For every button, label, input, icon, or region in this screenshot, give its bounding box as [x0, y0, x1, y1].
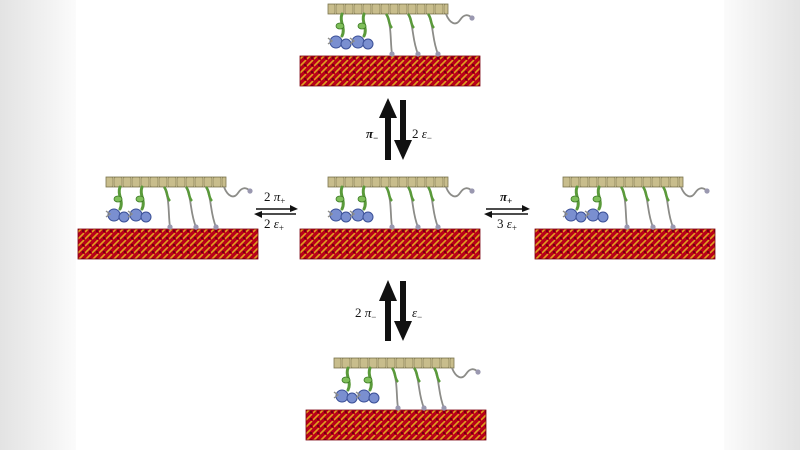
state-top — [299, 3, 481, 87]
rate-label-bottom-back: ε− — [412, 305, 423, 323]
myosin-tail — [427, 186, 441, 230]
rate-label-right-forward: π+ — [500, 189, 513, 207]
free-myosin-tail — [445, 186, 475, 198]
myosin-tail — [433, 367, 447, 411]
myosin-tail — [163, 186, 173, 230]
actin-filament — [300, 56, 480, 86]
free-myosin-tail — [223, 186, 253, 198]
arrow-right-back — [484, 211, 528, 218]
free-myosin-tail — [451, 367, 481, 379]
myosin-tail — [407, 13, 421, 57]
thick-filament — [106, 177, 226, 187]
actin-filament — [306, 410, 486, 440]
bound-myosin-head — [327, 12, 352, 50]
myosin-tail — [407, 186, 421, 230]
bound-myosin-head — [584, 185, 609, 223]
arrow-left-forward — [256, 205, 298, 212]
bound-myosin-head — [333, 366, 358, 404]
bound-myosin-head — [355, 366, 380, 404]
myosin-tail — [662, 186, 676, 230]
myosin-tail — [385, 13, 395, 57]
myosin-tail — [427, 13, 441, 57]
rate-label-top-forward: π− — [366, 126, 379, 144]
myosin-tail — [642, 186, 656, 230]
bound-myosin-head — [327, 185, 352, 223]
myosin-tail — [620, 186, 630, 230]
right-gray-margin — [724, 0, 800, 450]
actin-filament — [300, 229, 480, 259]
arrow-bottom-up — [379, 280, 397, 341]
rate-label-top-back: 2 ε− — [412, 126, 432, 144]
myosin-tail — [385, 186, 395, 230]
rate-label-right-back: 3 ε+ — [497, 216, 517, 234]
thick-filament — [328, 177, 448, 187]
myosin-tail — [413, 367, 427, 411]
left-gray-margin — [0, 0, 76, 450]
state-left — [77, 176, 259, 260]
state-right — [534, 176, 716, 260]
rate-label-bottom-forward: 2 π− — [355, 305, 377, 323]
bound-myosin-head — [562, 185, 587, 223]
rate-label-left-forward: 2 π+ — [264, 189, 286, 207]
arrow-right-forward — [486, 205, 530, 212]
bound-myosin-head — [349, 12, 374, 50]
rate-label-left-back: 2 ε+ — [264, 216, 284, 234]
thick-filament — [328, 4, 448, 14]
bound-myosin-head — [127, 185, 152, 223]
bound-myosin-head — [349, 185, 374, 223]
myosin-tail — [391, 367, 401, 411]
thick-filament — [563, 177, 683, 187]
free-myosin-tail — [445, 13, 475, 25]
actin-filament — [78, 229, 258, 259]
arrow-bottom-down — [394, 281, 412, 341]
myosin-tail — [205, 186, 219, 230]
state-bottom — [305, 357, 487, 441]
actin-filament — [535, 229, 715, 259]
arrow-top-down — [394, 100, 412, 160]
free-myosin-tail — [680, 186, 710, 198]
bound-myosin-head — [105, 185, 130, 223]
arrow-left-back — [254, 211, 296, 218]
myosin-tail — [185, 186, 199, 230]
arrow-top-up — [379, 98, 397, 160]
state-center — [299, 176, 481, 260]
thick-filament — [334, 358, 454, 368]
